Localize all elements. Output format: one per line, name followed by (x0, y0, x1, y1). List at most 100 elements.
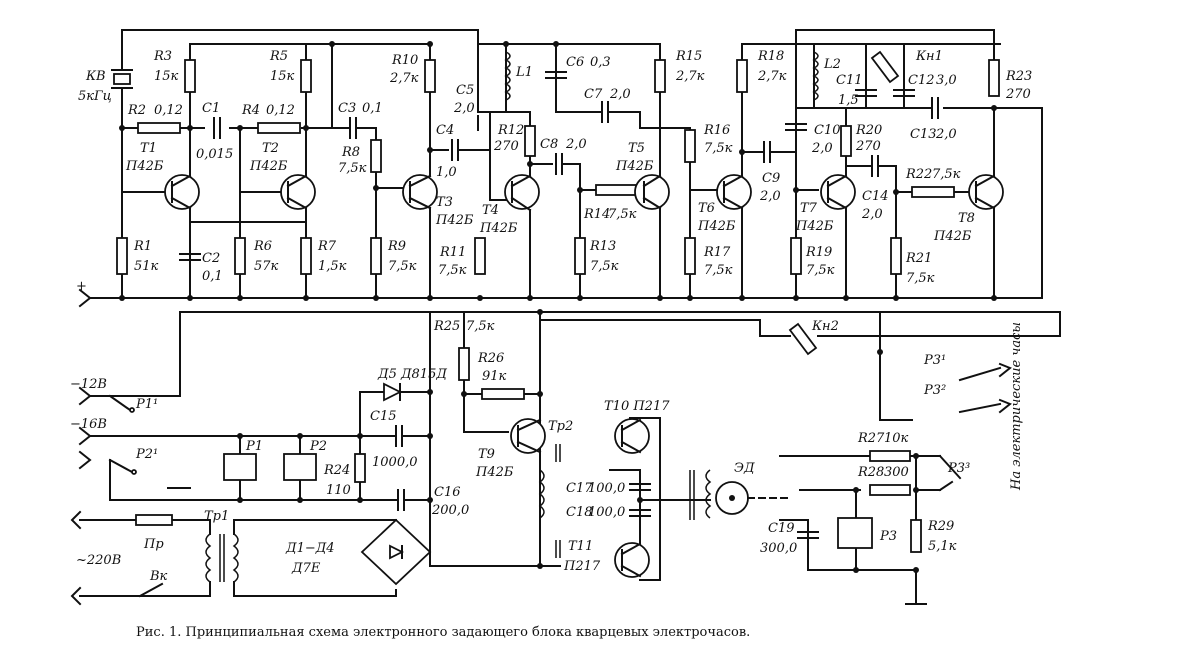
label-r25: R25 (433, 319, 460, 334)
resistor-r10 (425, 60, 435, 92)
label-c4-val: 1,0 (436, 165, 457, 180)
capacitor-c3 (350, 118, 376, 138)
label-c8-val: 2,0 (565, 137, 587, 152)
label-kn1: Кн1 (915, 49, 943, 64)
bridge-rectifier (362, 520, 430, 584)
resistor-r17 (685, 238, 695, 274)
transformer-tr1 (206, 534, 238, 582)
capacitor-c4 (452, 140, 470, 160)
label-c2-val: 0,1 (202, 269, 223, 284)
transistor-t7 (821, 175, 855, 209)
label-p21: P2¹ (135, 447, 158, 462)
label-r16-val: 7,5к (704, 141, 733, 156)
inductor-l2 (814, 52, 818, 100)
label-r17: R17 (703, 245, 731, 260)
resistor-r11 (475, 238, 485, 274)
label-r8: R8 (341, 145, 360, 160)
label-r8-val: 7,5к (338, 161, 367, 176)
label-r19: R19 (805, 245, 832, 260)
label-t6-type: П42Б (697, 219, 736, 234)
label-t8-type: П42Б (933, 229, 972, 244)
transistor-t4 (505, 175, 539, 210)
label-c14: C14 (862, 189, 889, 204)
resistor-r25 (459, 348, 469, 380)
figure-caption: Рис. 1. Принципиальная схема электронног… (136, 625, 750, 640)
label-r24-val: 110 (326, 483, 351, 498)
label-r26: R26 (477, 351, 504, 366)
label-r28-val: 300 (884, 465, 909, 480)
label-c13: C13 (910, 127, 937, 142)
label-kv: КВ (85, 69, 106, 84)
resistor-r12 (525, 126, 535, 156)
label-r7: R7 (317, 239, 337, 254)
label-d14: Д1−Д4 (285, 541, 335, 556)
label-c1-val: 0,015 (196, 147, 233, 162)
button-kn1 (872, 52, 898, 82)
label-r4: R4 (241, 103, 260, 118)
label-r11: R11 (439, 245, 466, 260)
label-c11: C11 (836, 73, 863, 88)
resistor-r2 (138, 123, 180, 133)
label-r13: R13 (589, 239, 616, 254)
transistor-t6 (717, 175, 751, 209)
label-t4-type: П42Б (479, 221, 518, 236)
label-r15-val: 2,7к (675, 69, 705, 84)
inductor-l1 (506, 52, 510, 100)
label-mains: ~220В (76, 553, 121, 568)
label-r11-val: 7,5к (438, 263, 467, 278)
label-c12-val: 3,0 (936, 73, 957, 88)
fuse-pr (136, 515, 172, 525)
label-c12: C12 (908, 73, 935, 88)
resistor-r13 (575, 238, 585, 274)
label-r19-val: 7,5к (806, 263, 835, 278)
relay-p1 (224, 454, 256, 480)
label-tr1: Тр1 (204, 509, 229, 524)
label-t8: T8 (958, 211, 975, 226)
label-r3: R3 (153, 49, 172, 64)
resistor-r4 (258, 123, 300, 133)
label-r9-val: 7,5к (388, 259, 417, 274)
label-r21: R21 (905, 251, 932, 266)
label-c10: C10 (814, 123, 841, 138)
resistor-r18 (737, 60, 747, 92)
resistor-r9 (371, 238, 381, 274)
resistor-r19 (791, 238, 801, 274)
transistor-t1 (165, 175, 199, 209)
label-t10: T10 П217 (604, 399, 670, 414)
label-c6: C6 (566, 55, 584, 70)
label-r22-val: 7,5к (932, 167, 961, 182)
resistor-r27 (870, 451, 910, 461)
transistor-t10 (615, 419, 649, 453)
capacitor-c8 (556, 154, 574, 174)
label-r25-val: 7,5к (466, 319, 495, 334)
label-r9: R9 (387, 239, 406, 254)
label-c3-val: 0,1 (362, 101, 383, 116)
label-c3: C3 (338, 101, 356, 116)
label-r2-val: 0,12 (154, 103, 183, 118)
label-r10: R10 (391, 53, 418, 68)
label-c17-val: 100,0 (588, 481, 625, 496)
capacitor-c14 (872, 156, 892, 176)
label-r15: R15 (675, 49, 702, 64)
label-r23: R23 (1005, 69, 1032, 84)
label-r29-val: 5,1к (928, 539, 957, 554)
label-c5: C5 (456, 83, 474, 98)
label-r5: R5 (269, 49, 288, 64)
label-c7: C7 (584, 87, 603, 102)
label-c9: C9 (762, 171, 780, 186)
relay-p2 (284, 454, 316, 480)
switch-p11 (110, 396, 134, 412)
label-c18-val: 100,0 (588, 505, 625, 520)
resistor-r6 (235, 238, 245, 274)
label-c16-val: 200,0 (431, 503, 469, 518)
resistor-r14 (596, 185, 638, 195)
label-c6-val: 0,3 (590, 55, 611, 70)
label-t4: T4 (482, 203, 499, 218)
label-r1-val: 51к (134, 259, 159, 274)
label-r28: R28 (857, 465, 884, 480)
label-r21-val: 7,5к (906, 271, 935, 286)
label-c13-val: 2,0 (935, 127, 957, 142)
resistor-r29 (911, 520, 921, 552)
label-c10-val: 2,0 (811, 141, 833, 156)
